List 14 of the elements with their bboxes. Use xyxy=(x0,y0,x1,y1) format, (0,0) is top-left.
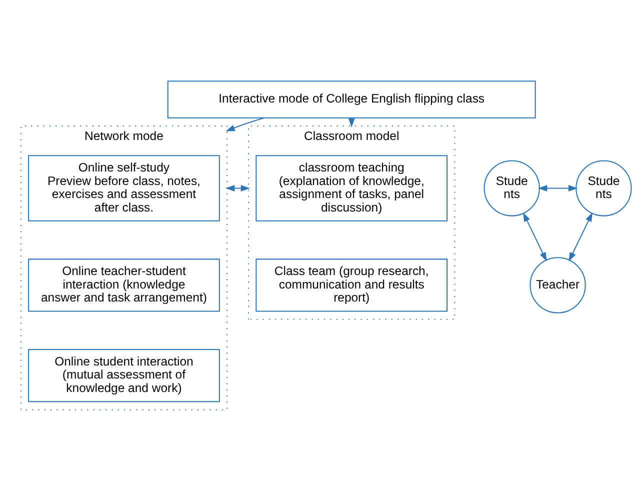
arrow xyxy=(226,116,265,131)
node-circle: Stude nts xyxy=(576,160,632,216)
node-circle: Stude nts xyxy=(484,160,540,216)
node-circle: Teacher xyxy=(530,256,586,313)
node-box: Online student interaction (mutual assessment of knowledge and work) xyxy=(28,348,220,402)
node-box: Online teacher-student interaction (knowledge answer and task arrangement) xyxy=(28,258,220,312)
arrow xyxy=(523,212,547,262)
arrow xyxy=(226,184,250,191)
arrow xyxy=(538,184,578,191)
node-box: classroom teaching (explanation of knowledge, assignment of tasks, panel discussion) xyxy=(256,154,448,221)
node-box: Online self-study Preview before class, notes, exercises and assessment after class. xyxy=(28,154,220,221)
arrow xyxy=(568,212,593,262)
node-box: Class team (group research, communication and results report) xyxy=(256,258,448,312)
arrow xyxy=(348,118,355,128)
